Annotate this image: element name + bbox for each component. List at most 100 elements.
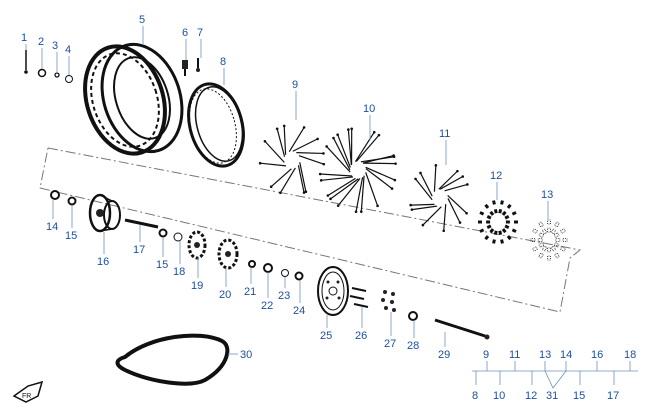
callout-4[interactable]: 4: [65, 44, 71, 56]
spoke-head: [393, 178, 397, 182]
callout-23[interactable]: 23: [278, 290, 290, 302]
tree-label-11: 11: [509, 349, 520, 361]
callout-24[interactable]: 24: [293, 305, 305, 317]
nipple: [486, 215, 492, 220]
callout-20[interactable]: 20: [219, 289, 231, 301]
nipple: [530, 238, 536, 242]
nipple: [547, 255, 551, 261]
nipple: [504, 224, 510, 229]
tree-label-13: 13: [539, 349, 551, 361]
spoke-head: [442, 229, 446, 233]
nipple: [554, 221, 560, 228]
spoke: [337, 178, 361, 207]
callout-14[interactable]: 14: [46, 221, 58, 233]
spoke: [362, 162, 396, 165]
callout-21[interactable]: 21: [244, 286, 256, 298]
part-damper: [187, 230, 207, 260]
spoke: [299, 162, 307, 192]
tree-label-31: 31: [546, 390, 558, 402]
spoke: [337, 134, 351, 168]
callout-26[interactable]: 26: [355, 330, 367, 342]
nipple: [500, 239, 504, 244]
callout-18[interactable]: 18: [173, 266, 185, 278]
part-dust-seal: [294, 271, 304, 281]
tree-label-12: 12: [525, 390, 537, 402]
callout-9[interactable]: 9: [292, 79, 298, 91]
spoke: [355, 134, 380, 162]
nipple: [493, 230, 498, 236]
nipple: [479, 211, 485, 216]
spoke: [444, 183, 468, 192]
arrow-icon[interactable]: FR: [12, 380, 44, 403]
svg-text:FR: FR: [22, 393, 31, 400]
callout-29[interactable]: 29: [438, 349, 450, 361]
callout-6[interactable]: 6: [182, 27, 188, 39]
nipple: [541, 228, 548, 235]
spoke: [321, 176, 354, 181]
callout-19[interactable]: 19: [191, 280, 203, 292]
callout-11[interactable]: 11: [439, 128, 450, 140]
callout-15-a[interactable]: 15: [65, 230, 77, 242]
callout-13[interactable]: 13: [541, 189, 553, 201]
part-bearing-2: [158, 228, 168, 238]
callout-25[interactable]: 25: [320, 330, 332, 342]
part-circlip: [173, 232, 183, 242]
spoke-head: [372, 130, 376, 134]
part-bolt: [24, 50, 28, 74]
assembly-boundary: [39, 147, 582, 313]
nipple: [532, 228, 539, 234]
spoke-head: [302, 191, 306, 194]
callout-2[interactable]: 2: [38, 36, 44, 48]
nipple: [511, 211, 517, 216]
callout-10[interactable]: 10: [363, 103, 375, 115]
callout-28[interactable]: 28: [407, 340, 419, 352]
spoke-head: [336, 133, 339, 136]
part-valve-stem: [196, 58, 200, 72]
callout-8[interactable]: 8: [220, 56, 226, 68]
nipple: [489, 210, 495, 216]
tree-label-18: 18: [624, 349, 636, 361]
callout-12[interactable]: 12: [490, 170, 502, 182]
tree-label-8: 8: [472, 390, 478, 402]
spoke: [410, 203, 435, 206]
callout-5[interactable]: 5: [139, 14, 145, 26]
spoke: [332, 137, 351, 171]
nipples-group-12: [477, 200, 518, 244]
spoke-head: [461, 175, 465, 178]
part-spacer: [124, 218, 159, 229]
part-sprocket-carrier: [217, 238, 239, 270]
callout-30[interactable]: 30: [240, 349, 252, 361]
spoke-head: [258, 161, 262, 165]
nipple: [538, 232, 545, 238]
spoke-head: [263, 139, 267, 143]
callout-3[interactable]: 3: [52, 40, 58, 52]
spoke: [260, 162, 287, 167]
spoke: [292, 138, 318, 152]
spoke: [365, 168, 393, 190]
nipple: [479, 228, 485, 233]
nipple: [505, 220, 510, 224]
spoke: [362, 154, 394, 164]
nipple: [559, 246, 566, 252]
part-hub: [88, 193, 121, 233]
nipple: [477, 220, 483, 224]
nipple: [538, 242, 545, 248]
callout-7[interactable]: 7: [197, 27, 203, 39]
spoke-head: [318, 172, 322, 176]
nipple: [554, 252, 560, 259]
nipple: [553, 242, 560, 248]
callout-17[interactable]: 17: [133, 244, 145, 256]
spoke: [415, 178, 433, 201]
callout-15-b[interactable]: 15: [156, 259, 168, 271]
callout-22[interactable]: 22: [261, 300, 273, 312]
spoke-head: [279, 191, 282, 195]
callout-16[interactable]: 16: [97, 256, 109, 268]
tree-label-10: 10: [493, 390, 505, 402]
callout-27[interactable]: 27: [384, 338, 396, 350]
callout-labels: 1 2 3 4 5 6 7 8 9 10 11 12 13 14 15 16 1…: [21, 14, 553, 361]
spoke-head: [466, 183, 469, 186]
spokes-group-9: [258, 124, 326, 195]
callout-1[interactable]: 1: [21, 32, 27, 44]
spoke-head: [316, 137, 319, 141]
